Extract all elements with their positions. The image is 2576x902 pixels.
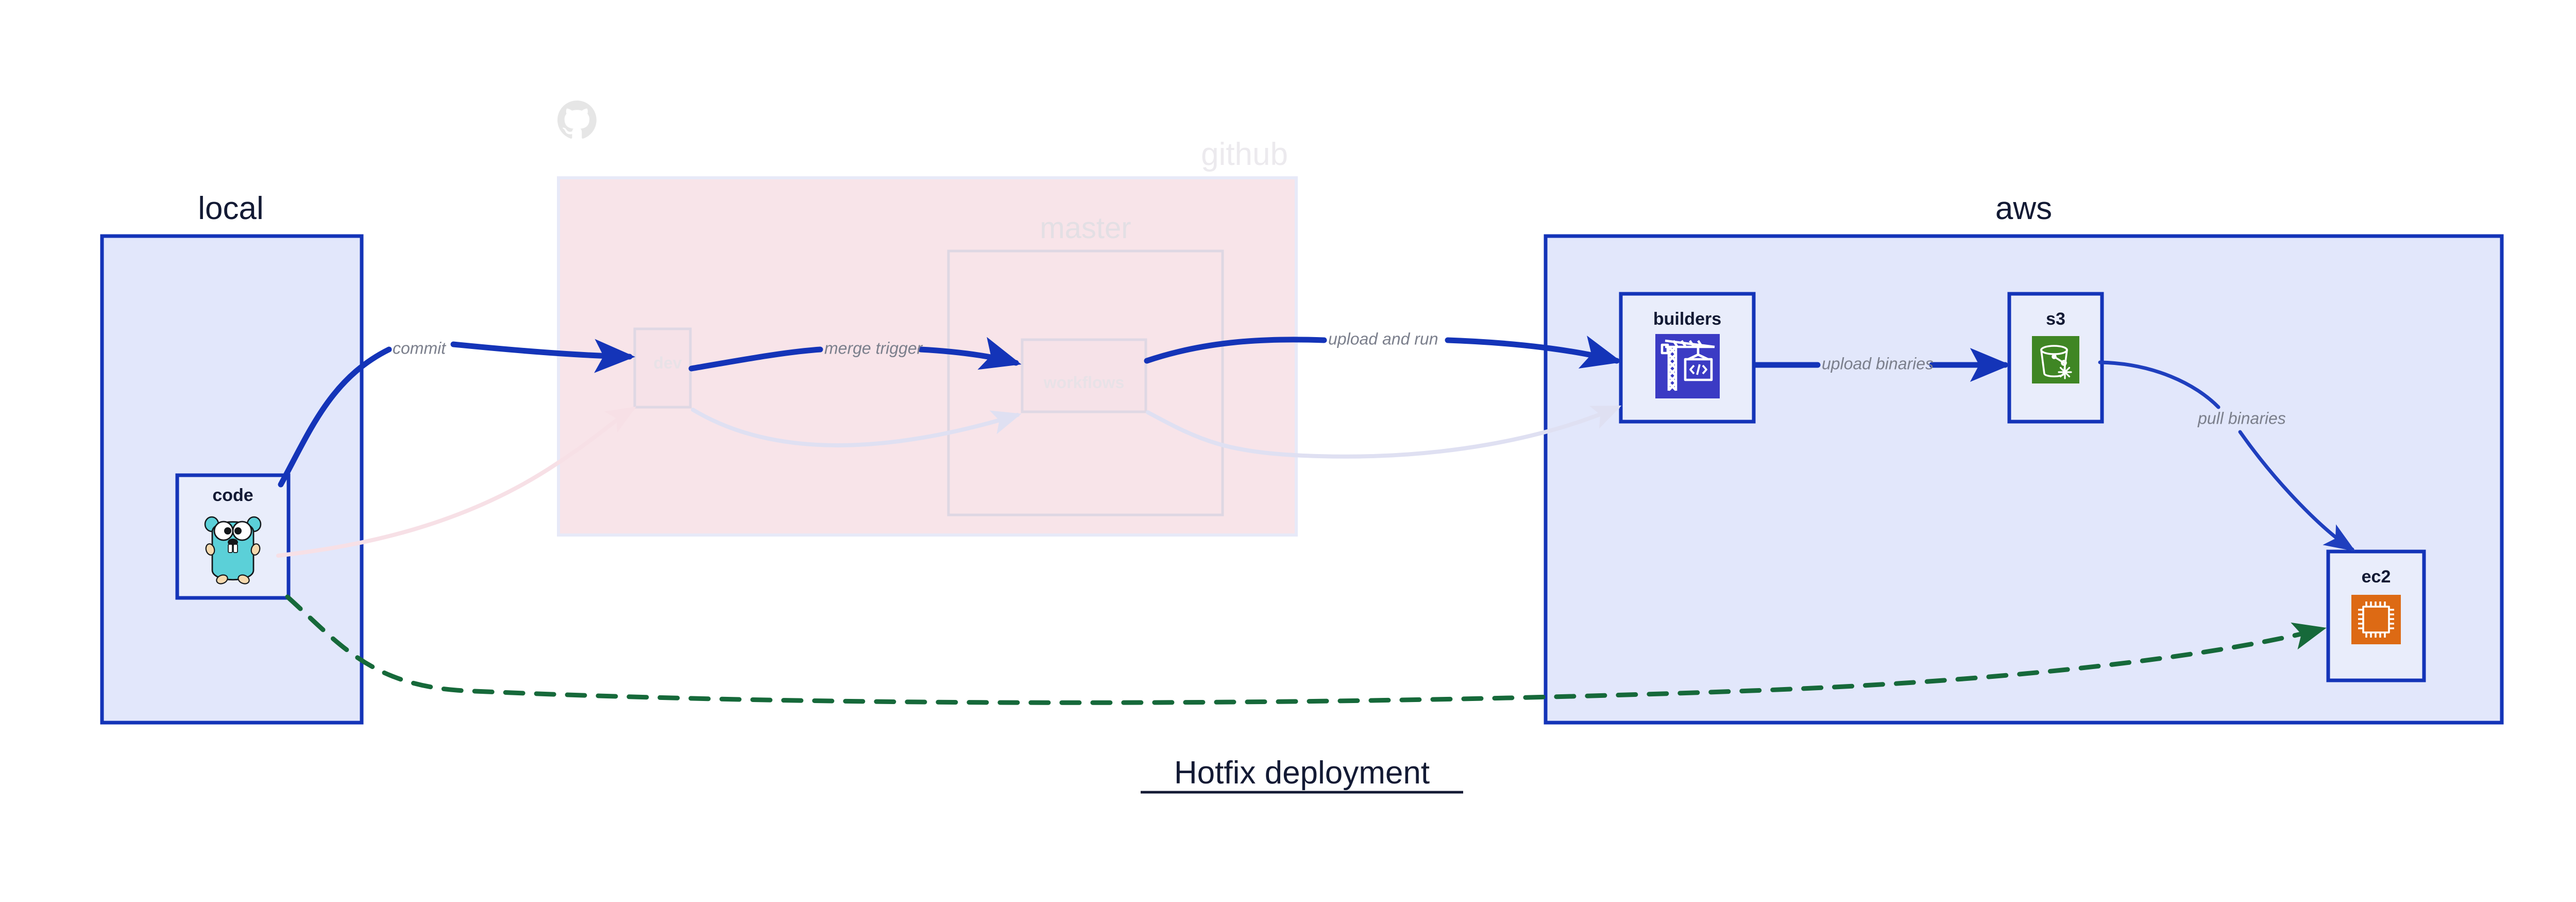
flow-edges: commit merge trigger upload and run uplo…: [278, 329, 2355, 705]
ghost-edge-workflows-builders: [1146, 405, 1622, 459]
node-workflows[interactable]: workflows: [1021, 338, 1147, 413]
local-group-label: local: [198, 191, 264, 226]
ec2-box[interactable]: [2326, 549, 2426, 682]
edge-label-upload-and-run: upload and run: [1328, 329, 1438, 348]
node-s3[interactable]: s3: [2007, 292, 2104, 424]
edge-upload-and-run: [1445, 336, 1622, 369]
dev-box[interactable]: [633, 327, 692, 409]
node-ec2[interactable]: ec2: [2326, 549, 2426, 682]
diagram-title-group: Hotfix deployment: [1141, 755, 1463, 794]
aws-s3-bucket-icon: [2032, 336, 2079, 383]
github-octocat-icon: [557, 101, 597, 139]
node-code[interactable]: code: [175, 473, 291, 600]
ec2-label: ec2: [2362, 567, 2391, 587]
edge-label-merge-trigger: merge trigger: [824, 339, 923, 357]
edge-upload-run-lead: [1144, 337, 1327, 364]
dev-label: dev: [653, 354, 682, 372]
edge-label-commit: commit: [393, 339, 446, 357]
edge-label-upload-binaries: upload binaries: [1822, 354, 1934, 373]
edge-pull-binaries: [2238, 430, 2355, 552]
node-builders[interactable]: builders: [1619, 292, 1756, 424]
workflows-label: workflows: [1043, 373, 1124, 392]
master-container[interactable]: [947, 249, 1224, 516]
edge-merge-trigger: [918, 337, 1022, 370]
edge-commit-lead: [278, 346, 392, 488]
builders-label: builders: [1653, 309, 1721, 329]
ghost-edge-code-dev: [276, 406, 636, 558]
aws-group-label: aws: [1995, 191, 2052, 226]
group-github[interactable]: github master workflows dev: [557, 101, 1298, 537]
edge-pull-binaries-lead: [2098, 360, 2221, 409]
workflows-box[interactable]: [1021, 338, 1147, 413]
go-gopher-icon: [204, 516, 262, 584]
ghost-edges: [276, 405, 1622, 558]
group-local[interactable]: local code: [100, 191, 364, 725]
edge-commit: [450, 339, 635, 373]
aws-codebuild-crane-icon: [1655, 334, 1720, 398]
edge-hotfix-direct: [285, 594, 2327, 705]
master-group-label: master: [1040, 211, 1131, 245]
github-group-label: github: [1201, 137, 1288, 172]
edge-merge-lead: [688, 346, 823, 372]
code-label: code: [212, 486, 253, 505]
page-title: Hotfix deployment: [1174, 755, 1430, 791]
ghost-edge-dev-workflows: [691, 408, 1022, 447]
edge-label-pull-binaries: pull binaries: [2197, 409, 2286, 427]
aws-ec2-chip-icon: [2351, 595, 2401, 644]
s3-label: s3: [2046, 309, 2065, 329]
subgroup-master[interactable]: master workflows: [947, 211, 1224, 516]
node-dev[interactable]: dev: [633, 327, 692, 409]
group-aws[interactable]: aws builders: [1544, 191, 2504, 725]
